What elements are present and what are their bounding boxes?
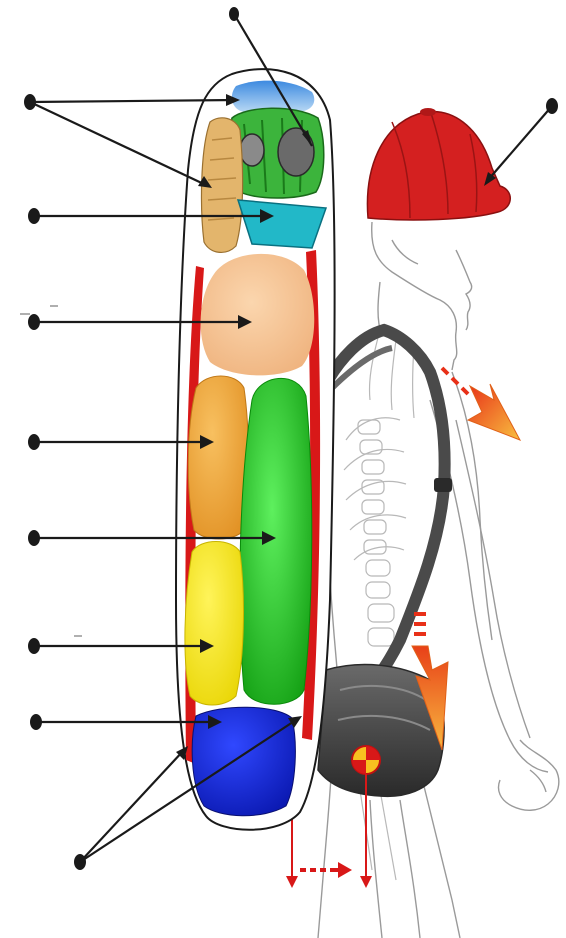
- straps: [318, 330, 452, 796]
- green-stuff-sack: [229, 108, 324, 198]
- stray-marks: [20, 306, 82, 636]
- force-arrow-shoulder: [442, 368, 520, 440]
- center-of-gravity-marker: [352, 746, 380, 888]
- orange-bag: [188, 376, 248, 539]
- yellow-bag: [185, 542, 244, 706]
- cap: [367, 108, 510, 220]
- hiker-figure: [318, 222, 559, 938]
- peach-bag: [201, 254, 315, 375]
- blue-bag: [192, 707, 295, 816]
- green-tube: [240, 378, 312, 704]
- cyan-box: [238, 200, 326, 248]
- callout-cap: [484, 98, 558, 186]
